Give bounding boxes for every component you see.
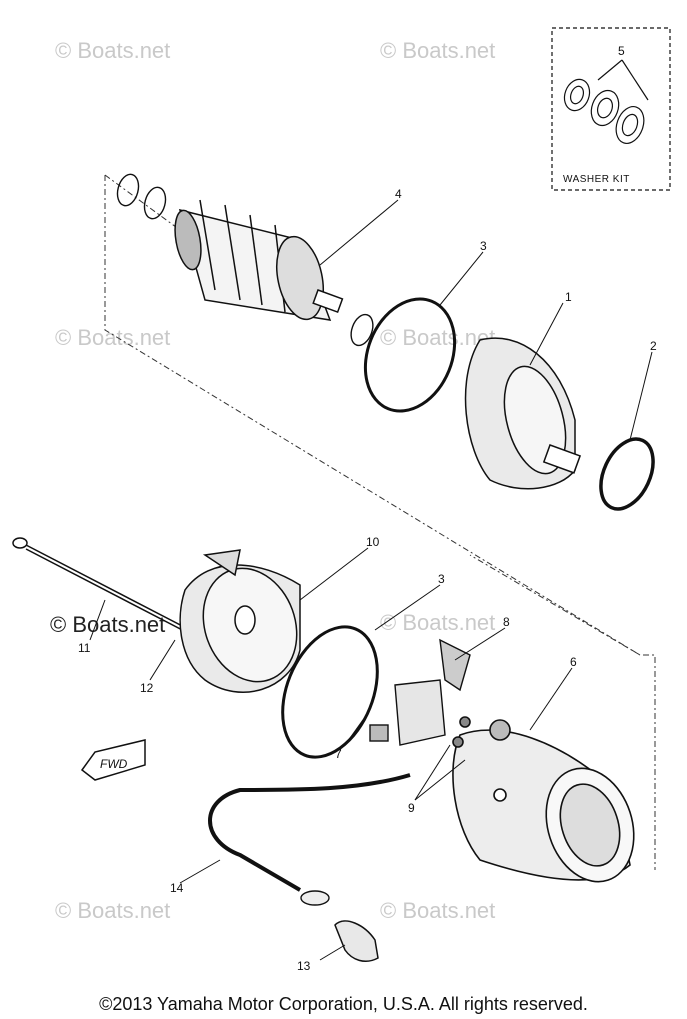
callout-9: 9 [408, 801, 415, 815]
washer-kit-label: WASHER KIT [563, 174, 630, 185]
leader-lines [89, 199, 653, 961]
watermark: © Boats.net [380, 610, 495, 635]
armature [174, 199, 344, 321]
callout-6: 6 [570, 655, 577, 669]
callout-3-lower: 3 [438, 572, 445, 586]
callout-2: 2 [650, 339, 657, 353]
callout-12: 12 [140, 681, 154, 695]
wire-terminal [300, 890, 330, 906]
watermark: © Boats.net [380, 38, 495, 63]
thru-bolt [12, 537, 191, 635]
watermark: © Boats.net [380, 898, 495, 923]
callout-13: 13 [297, 959, 311, 973]
washer [350, 313, 374, 347]
terminal-cap [334, 920, 379, 962]
copyright-text: ©2013 Yamaha Motor Corporation, U.S.A. A… [99, 994, 588, 1014]
callout-1: 1 [565, 290, 572, 304]
fwd-label: FWD [100, 757, 128, 771]
callout-4: 4 [395, 187, 402, 201]
callout-3-upper: 3 [480, 239, 487, 253]
parts-diagram: © Boats.net © Boats.net © Boats.net © Bo… [12, 27, 671, 973]
fwd-arrow: FWD [80, 739, 146, 781]
o-ring-lower [281, 625, 379, 759]
callout-14: 14 [170, 881, 184, 895]
callout-7: 7 [335, 747, 342, 761]
brush-holder [369, 638, 471, 746]
o-ring-upper [363, 297, 457, 413]
callout-10: 10 [366, 535, 380, 549]
watermark: © Boats.net [50, 612, 165, 637]
lead-wire [208, 773, 411, 892]
washer-kit-box [551, 27, 671, 191]
o-ring-2 [599, 437, 655, 511]
armature-washers [116, 173, 167, 220]
callout-8: 8 [503, 615, 510, 629]
watermark: © Boats.net [55, 898, 170, 923]
watermark: © Boats.net [55, 38, 170, 63]
callout-5: 5 [618, 44, 625, 58]
watermark: © Boats.net [55, 325, 170, 350]
assembly-outline [104, 174, 656, 870]
callout-11: 11 [78, 641, 91, 655]
rear-cover [179, 549, 301, 693]
yoke [452, 716, 635, 883]
front-cover [464, 337, 582, 490]
